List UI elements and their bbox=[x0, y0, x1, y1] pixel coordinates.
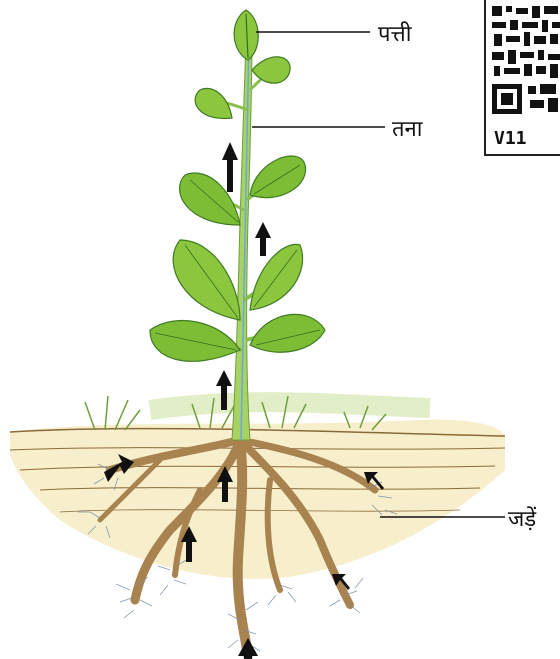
label-stem: तना bbox=[392, 113, 422, 143]
leaf-lower-left bbox=[173, 240, 240, 320]
arrow-stem-upper bbox=[222, 142, 238, 192]
leaf-bottom-left bbox=[150, 320, 240, 361]
label-roots: जड़ें bbox=[508, 503, 536, 533]
qr-code-box[interactable]: V11 bbox=[484, 0, 560, 156]
leaf-upper-right bbox=[252, 57, 290, 83]
leaf-bottom-right bbox=[250, 314, 325, 352]
label-leaf: पत्ती bbox=[378, 18, 411, 48]
leaves bbox=[150, 10, 325, 361]
qr-caption: V11 bbox=[494, 128, 527, 149]
arrow-stem-mid bbox=[255, 222, 271, 256]
leaf-upper-left bbox=[195, 88, 232, 118]
qr-code-icon bbox=[488, 2, 560, 126]
